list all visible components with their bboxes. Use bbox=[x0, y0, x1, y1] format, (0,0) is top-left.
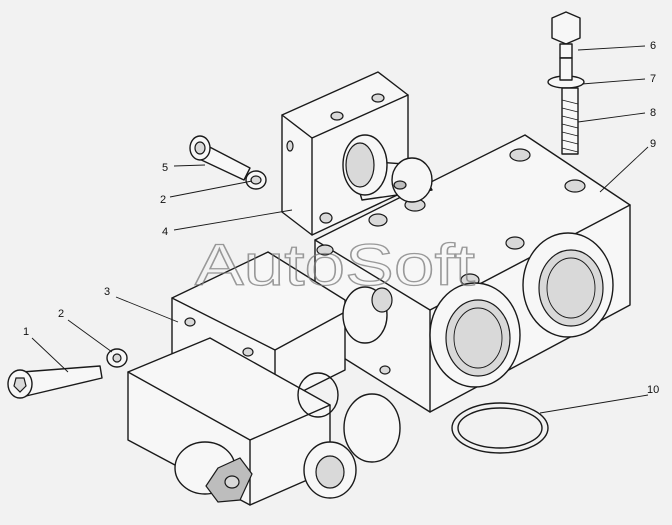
flange-block-part-4 bbox=[281, 71, 433, 236]
thread-part-8 bbox=[561, 87, 579, 155]
callout-1: 1 bbox=[23, 326, 29, 338]
callout-5: 5 bbox=[162, 162, 168, 174]
screw-part-1 bbox=[7, 365, 103, 399]
leader-lines bbox=[31, 45, 649, 414]
callout-10: 10 bbox=[647, 384, 659, 396]
callout-9: 9 bbox=[650, 138, 656, 150]
callout-6: 6 bbox=[650, 40, 656, 52]
screw-part-5 bbox=[189, 135, 251, 181]
callout-2-lower: 2 bbox=[58, 308, 64, 320]
callout-8: 8 bbox=[650, 107, 656, 119]
callout-2-upper: 2 bbox=[160, 194, 166, 206]
washer-part-7 bbox=[547, 57, 585, 89]
washer-part-2-upper bbox=[245, 170, 267, 190]
callout-4: 4 bbox=[162, 226, 168, 238]
callout-7: 7 bbox=[650, 73, 656, 85]
solenoid-block-part-3 bbox=[127, 251, 401, 506]
o-ring-part-10 bbox=[451, 402, 549, 454]
callout-3: 3 bbox=[104, 286, 110, 298]
bolt-part-6 bbox=[551, 11, 581, 59]
washer-part-2-lower bbox=[106, 348, 128, 368]
callout-labels: 1 2 2 3 4 5 6 7 8 9 10 bbox=[23, 40, 659, 396]
valve-body-part-9 bbox=[314, 134, 631, 413]
watermark-text: AutoSoft bbox=[195, 233, 475, 298]
